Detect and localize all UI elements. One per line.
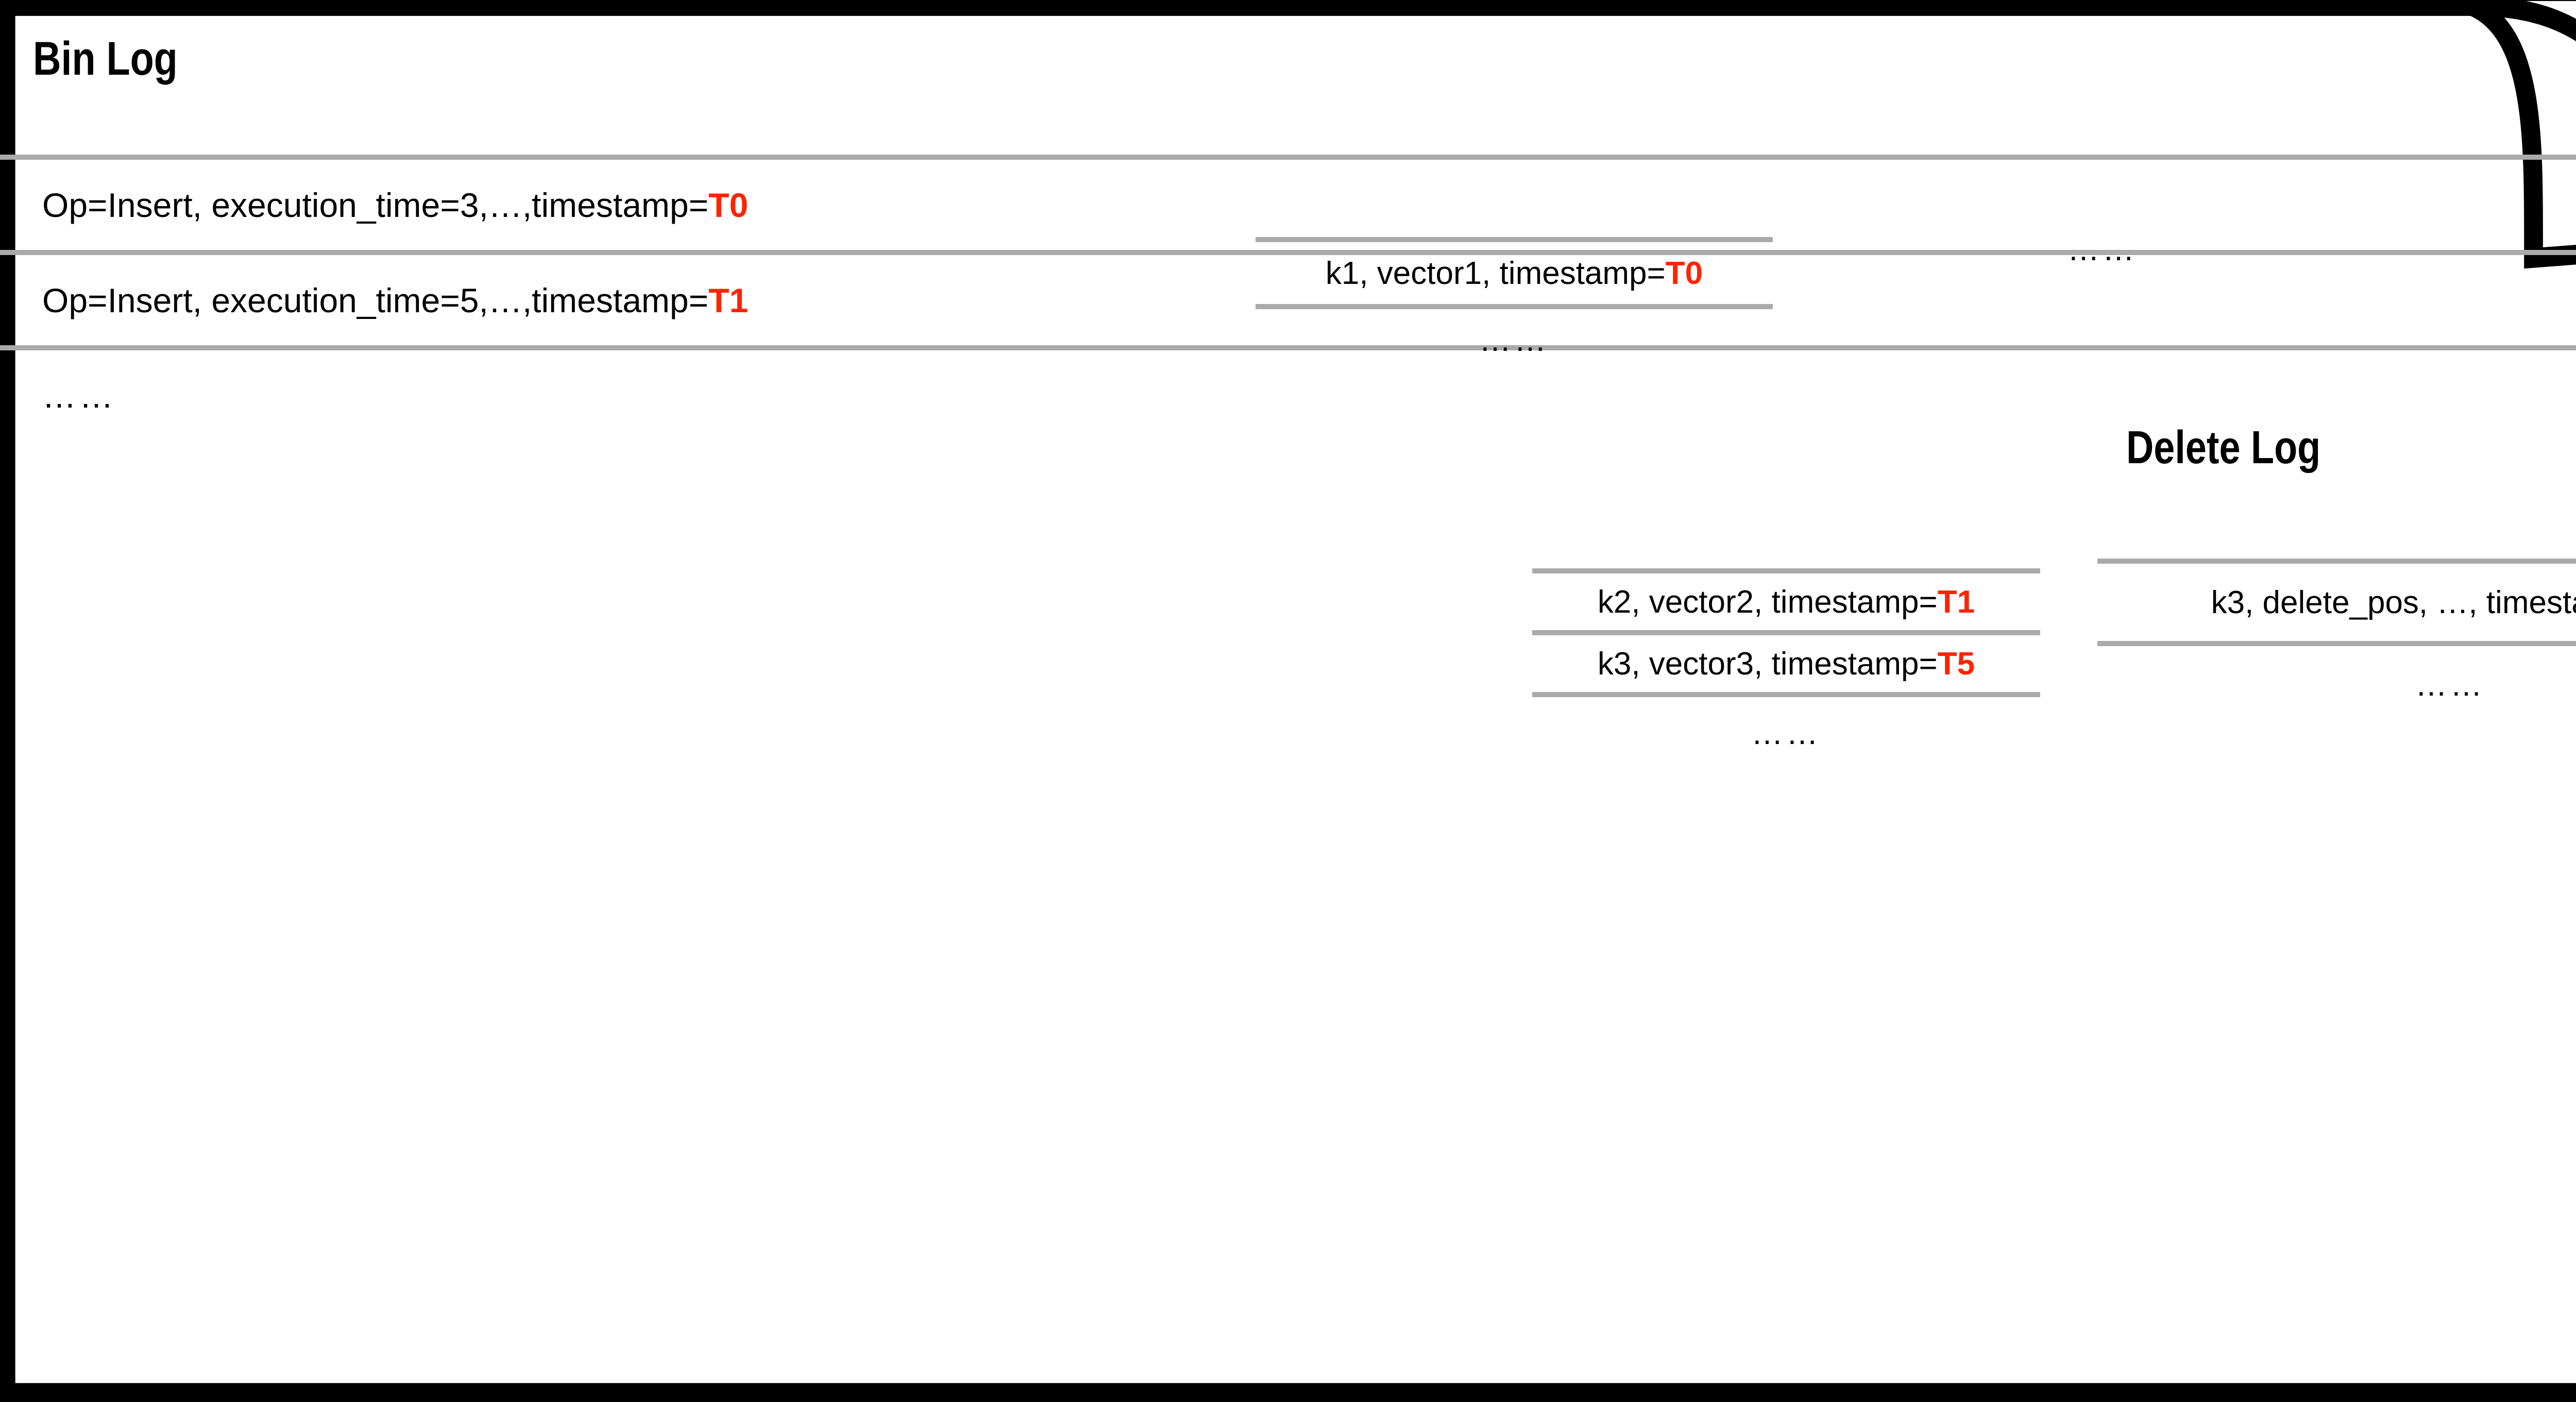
leaf-separator — [1256, 237, 1773, 242]
leaf-row: k3, vector3, timestamp=T5 — [1532, 635, 2040, 692]
delete-log-title: Delete Log — [2126, 422, 2321, 474]
bin-log-separator — [0, 250, 2576, 255]
delete-log-row: k3, delete_pos, …, timestamp=T3 — [2097, 564, 2576, 641]
leaf-row-text: k1, vector1, timestamp= — [1325, 255, 1666, 291]
leaf-row-timestamp: T5 — [1937, 646, 1975, 682]
delete-log-row-ellipsis: …… — [2415, 667, 2485, 703]
leaf-separator — [1532, 692, 2040, 697]
bin-log-row: Op=Insert, execution_time=5,…,timestamp=… — [0, 255, 2576, 345]
bin-log-row: Op=Insert, execution_time=3,…,timestamp=… — [0, 160, 2576, 250]
leaf-row: k2, vector2, timestamp=T1 — [1532, 573, 2040, 630]
bin-log-row-ellipsis: …… — [42, 376, 116, 415]
leaf-row-ellipsis: …… — [1479, 322, 1549, 358]
leaf-row-ellipsis: …… — [2067, 231, 2138, 267]
leaf-row-timestamp: T1 — [1937, 584, 1975, 620]
leaf-row-text: k3, vector3, timestamp= — [1597, 646, 1938, 682]
bin-log-row-timestamp: T0 — [708, 185, 749, 224]
delete-log-row-text: k3, delete_pos, …, timestamp= — [2211, 584, 2576, 620]
leaf-separator — [1256, 304, 1773, 309]
bin-log-row-timestamp: T1 — [708, 281, 749, 319]
bin-log-separator — [0, 155, 2576, 160]
bin-log-row-text: Op=Insert, execution_time=5,…,timestamp= — [42, 281, 709, 319]
leaf-row-ellipsis: …… — [1751, 715, 1821, 751]
bin-log-title: Bin Log — [33, 32, 178, 85]
bin-log-separator — [0, 345, 2576, 350]
delete-log-separator — [2097, 641, 2576, 646]
delete-log-separator — [2097, 559, 2576, 564]
bin-log-row-text: Op=Insert, execution_time=3,…,timestamp= — [42, 185, 709, 224]
leaf-separator — [1532, 630, 2040, 635]
leaf-row-text: k2, vector2, timestamp= — [1597, 584, 1938, 620]
leaf-separator — [1532, 568, 2040, 573]
